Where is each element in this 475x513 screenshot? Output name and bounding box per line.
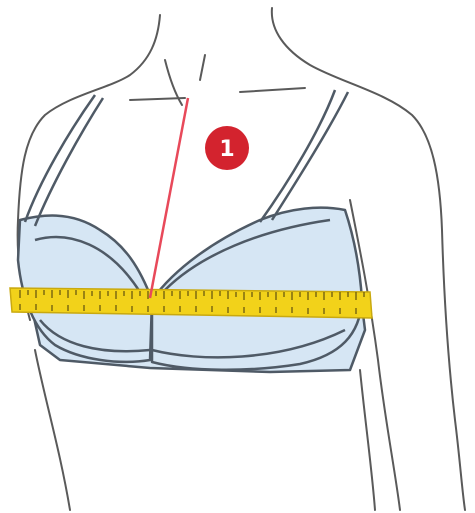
strap-left <box>25 95 103 226</box>
step-marker: 1 <box>205 126 249 170</box>
strap-right <box>260 90 348 222</box>
torso-left <box>35 350 70 510</box>
measuring-tape <box>10 288 372 318</box>
bra-cup-right <box>152 208 362 370</box>
bra <box>18 90 365 372</box>
tape-band <box>10 288 372 318</box>
sternum-line <box>200 55 205 80</box>
arm-line-right <box>350 200 400 510</box>
step-marker-label: 1 <box>219 137 234 162</box>
torso-right <box>360 370 375 510</box>
collarbone-left <box>130 98 185 100</box>
collarbone-right <box>240 88 305 92</box>
